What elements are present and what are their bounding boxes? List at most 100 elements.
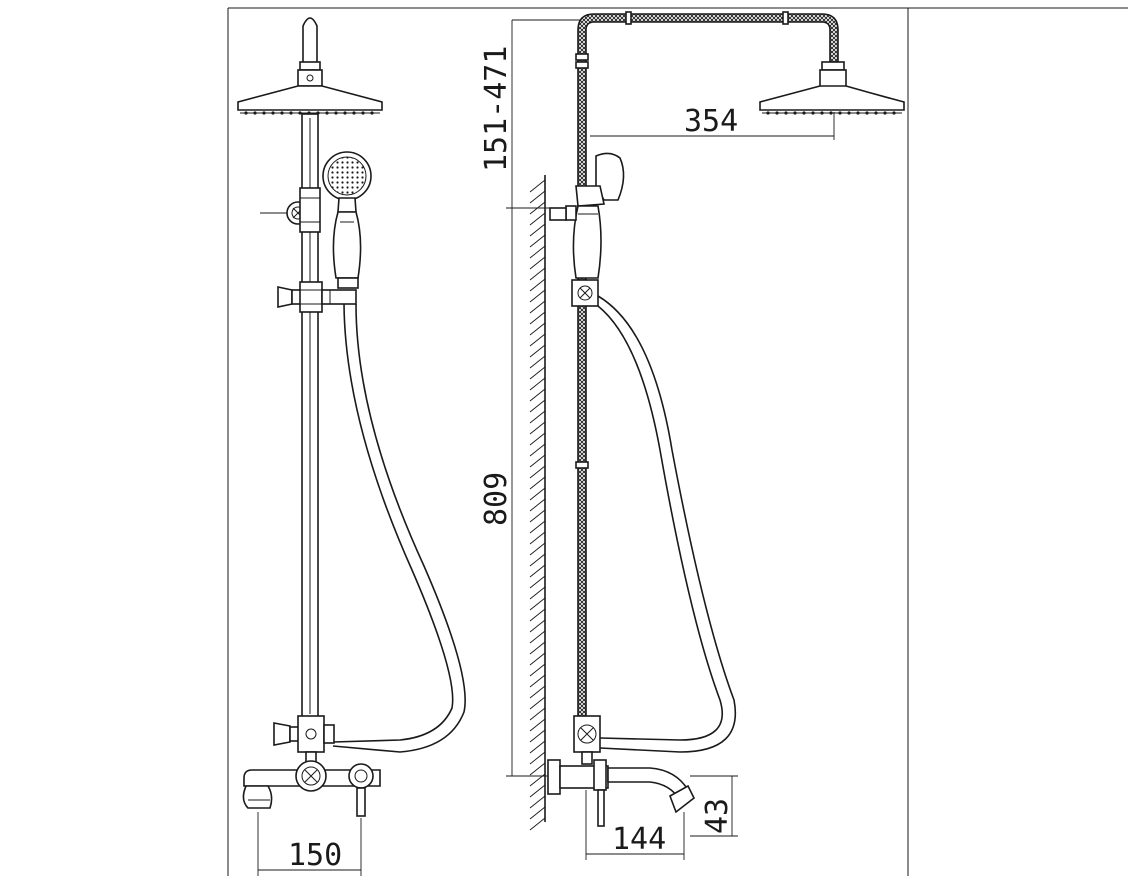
- hatch-line: [529, 190, 546, 204]
- hatch-line: [529, 300, 546, 314]
- nozzle-dot: [253, 111, 257, 115]
- nozzle-dot: [343, 111, 347, 115]
- hatch-line: [529, 784, 546, 798]
- hatch-line: [529, 608, 546, 622]
- front-mixer-body: [242, 751, 381, 817]
- hatch-line: [529, 740, 546, 754]
- hatch-line: [529, 498, 546, 512]
- hatch-line: [529, 520, 546, 534]
- hatch-line: [529, 223, 546, 237]
- nozzle-dot: [865, 111, 869, 115]
- hatch-line: [529, 817, 546, 831]
- dimension-mixer-width: 150: [257, 812, 362, 876]
- hatch-line: [529, 674, 546, 688]
- nozzle-dot: [838, 111, 842, 115]
- hatch-line: [529, 234, 546, 248]
- nozzle-dot: [325, 111, 329, 115]
- nozzle-dot: [298, 111, 302, 115]
- dimension-spout-height: 43: [690, 775, 738, 837]
- hatch-line: [529, 179, 546, 193]
- front-arm-connector: [297, 69, 323, 87]
- hatch-line: [529, 652, 546, 666]
- nozzle-dot: [892, 111, 896, 115]
- nozzle-dot: [793, 111, 797, 115]
- nozzle-dot: [271, 111, 275, 115]
- hatch-line: [529, 311, 546, 325]
- hatch-line: [529, 465, 546, 479]
- dimension-head-projection: 354: [590, 104, 835, 140]
- hatch-line: [529, 663, 546, 677]
- hatch-line: [529, 729, 546, 743]
- label-spout-height: 43: [700, 798, 735, 834]
- front-hand-shower: [322, 151, 372, 289]
- front-arm-nut: [299, 61, 321, 71]
- hatch-line: [529, 245, 546, 259]
- hatch-line: [529, 509, 546, 523]
- hatch-line: [529, 619, 546, 633]
- hatch-line: [529, 685, 546, 699]
- nozzle-dot: [334, 111, 338, 115]
- nozzle-dot: [280, 111, 284, 115]
- side-slider-clamp: [571, 279, 599, 307]
- front-slider-clamp: [277, 281, 357, 313]
- nozzle-dot: [361, 111, 365, 115]
- hatch-line: [529, 597, 546, 611]
- nozzle-dot: [262, 111, 266, 115]
- hatch-line: [529, 795, 546, 809]
- hatch-line: [529, 696, 546, 710]
- hatch-line: [529, 333, 546, 347]
- hatch-line: [529, 322, 546, 336]
- nozzle-dot: [775, 111, 779, 115]
- nozzle-dot: [883, 111, 887, 115]
- dimension-spout-projection: 144: [585, 790, 685, 860]
- nozzle-dot: [244, 111, 248, 115]
- front-wall-bracket: [260, 187, 321, 233]
- side-view: 151-471 809 354 144 43: [479, 11, 905, 860]
- front-diverter: [273, 715, 335, 753]
- hatch-line: [529, 289, 546, 303]
- front-arm-pipe: [302, 17, 318, 62]
- hatch-line: [529, 212, 546, 226]
- hatch-line: [529, 355, 546, 369]
- hatch-line: [529, 399, 546, 413]
- dimension-head-height: 151-471: [479, 19, 580, 209]
- hatch-line: [529, 278, 546, 292]
- hatch-line: [529, 256, 546, 270]
- hatch-line: [529, 476, 546, 490]
- label-mixer-width: 150: [288, 838, 342, 873]
- hatch-line: [529, 553, 546, 567]
- hatch-line: [529, 366, 546, 380]
- hatch-line: [529, 762, 546, 776]
- nozzle-dot: [370, 111, 374, 115]
- hatch-line: [529, 443, 546, 457]
- hatch-line: [529, 806, 546, 820]
- nozzle-dot: [802, 111, 806, 115]
- side-hand-shower: [549, 152, 625, 279]
- hatch-line: [529, 542, 546, 556]
- front-view: 150: [237, 17, 466, 876]
- hatch-line: [529, 641, 546, 655]
- hatch-line: [529, 267, 546, 281]
- nozzle-dot: [289, 111, 293, 115]
- dimension-rail-height: 809: [479, 208, 548, 777]
- drawing-frame: [227, 7, 1128, 876]
- nozzle-dot: [784, 111, 788, 115]
- label-rail-height: 809: [479, 472, 514, 526]
- side-flexible-hose: [597, 305, 724, 741]
- hatch-line: [529, 575, 546, 589]
- hatch-line: [529, 630, 546, 644]
- nozzle-dot: [874, 111, 878, 115]
- nozzle-dot: [766, 111, 770, 115]
- nozzle-dot: [847, 111, 851, 115]
- nozzle-dot: [829, 111, 833, 115]
- hatch-line: [529, 410, 546, 424]
- hatch-line: [529, 718, 546, 732]
- nozzle-dot: [811, 111, 815, 115]
- label-spout-projection: 144: [612, 822, 666, 857]
- front-flexible-hose: [332, 303, 454, 743]
- hatch-line: [529, 751, 546, 765]
- hatch-line: [529, 432, 546, 446]
- front-rain-shower-head: [237, 85, 383, 115]
- side-rain-shower-head: [759, 61, 905, 115]
